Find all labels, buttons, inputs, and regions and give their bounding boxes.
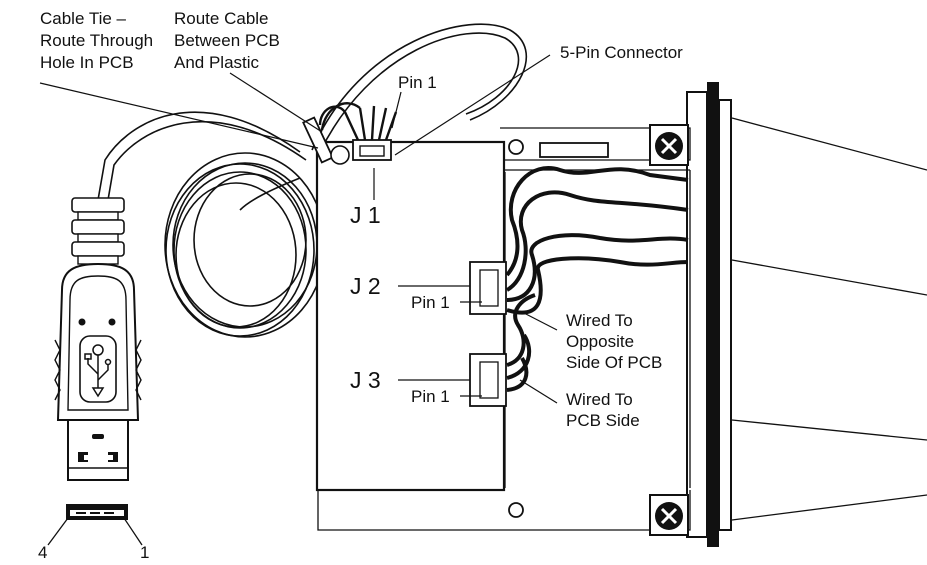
label-pin1-top: Pin 1 xyxy=(398,73,437,92)
label-j3: J 3 xyxy=(350,367,381,393)
usb-plug xyxy=(54,197,142,481)
label-wired-opposite-3: Side Of PCB xyxy=(566,353,662,372)
label-pin-1-usb: 1 xyxy=(140,543,149,562)
label-route-cable-1: Route Cable xyxy=(174,9,269,28)
bezel-housing xyxy=(686,82,927,547)
label-cable-tie-1: Cable Tie – xyxy=(40,9,127,28)
screw-icon xyxy=(649,124,689,166)
leader-lines xyxy=(39,54,558,404)
pcb-board xyxy=(315,140,506,492)
label-wired-pcb-1: Wired To xyxy=(566,390,633,409)
label-route-cable-3: And Plastic xyxy=(174,53,260,72)
twisted-wires xyxy=(505,166,689,392)
label-j2: J 2 xyxy=(350,273,381,299)
label-wired-opposite-2: Opposite xyxy=(566,332,634,351)
label-pin-4: 4 xyxy=(38,543,47,562)
label-cable-tie-3: Hole In PCB xyxy=(40,53,134,72)
usb-end-view xyxy=(47,504,143,546)
label-pin1-j3: Pin 1 xyxy=(411,387,450,406)
cable-tie xyxy=(239,116,350,211)
label-wired-pcb-2: PCB Side xyxy=(566,411,640,430)
label-5-pin-connector: 5-Pin Connector xyxy=(560,43,683,62)
label-route-cable-2: Between PCB xyxy=(174,31,280,50)
label-cable-tie-2: Route Through xyxy=(40,31,153,50)
usb-icon xyxy=(84,344,112,398)
j3-connector xyxy=(469,353,507,407)
j2-connector xyxy=(469,261,507,315)
screw-icon xyxy=(649,494,689,536)
label-j1: J 1 xyxy=(350,202,381,228)
j1-connector xyxy=(318,102,398,161)
label-pin1-j2: Pin 1 xyxy=(411,293,450,312)
label-wired-opposite-1: Wired To xyxy=(566,311,633,330)
